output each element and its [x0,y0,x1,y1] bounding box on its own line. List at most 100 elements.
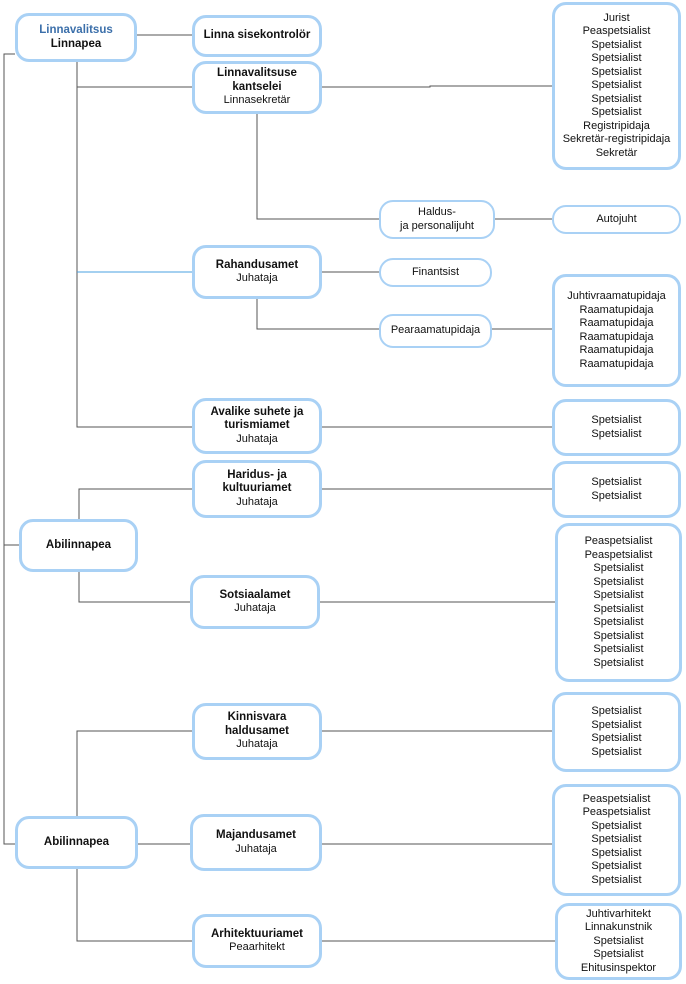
staff-item: Spetsialist [591,427,642,440]
architecture-department-title: Arhitektuuriamet [210,927,304,940]
chancellery-head: Linnasekretär [223,94,291,107]
connector [78,488,192,519]
staff-item: Peaspetsialist [582,806,651,819]
public-relations-tourism-box: Avalike suhete ja turismiamet Juhataja [192,398,322,454]
chancellery-box: Linnavalitsuse kantselei Linnasekretär [192,61,322,114]
social-department-head: Juhataja [234,602,276,614]
connector [78,572,190,603]
accounting-staff-box: Juhtivraamatupidaja Raamatupidaja Raamat… [552,274,681,387]
connector [256,114,379,220]
education-culture-title-2: kultuuriamet [222,482,292,495]
staff-item: Peaspetsialist [582,25,651,38]
deputy-mayor-2-box: Abilinnapea [15,816,138,869]
property-management-box: Kinnisvara haldusamet Juhataja [192,703,322,760]
staff-item: Ehitusinspektor [580,961,657,974]
staff-item: Spetsialist [591,732,642,744]
social-department-box: Sotsiaalamet Juhataja [190,575,320,629]
staff-item: Spetsialist [593,616,644,628]
staff-item: Spetsialist [593,575,644,588]
staff-item: Raamatupidaja [579,357,654,370]
staff-item: Raamatupidaja [579,317,654,329]
city-government-title: Linnavalitsus [39,24,113,36]
staff-item: Spetsialist [591,52,642,65]
chief-accountant-box: Pearaamatupidaja [379,314,492,348]
driver-box: Autojuht [552,205,681,234]
staff-item: Juhtivraamatupidaja [567,290,666,302]
pr-tourism-title-2: turismiamet [224,419,290,432]
connector [322,85,552,88]
staff-item: Spetsialist [593,589,644,601]
staff-item: Raamatupidaja [579,330,654,343]
mayor-label: Linnapea [50,37,102,50]
economic-department-box: Majandusamet Juhataja [190,814,322,871]
architecture-staff-box: Juhtivarhitekt Linnakunstnik Spetsialist… [555,903,682,980]
finance-department-head: Juhataja [236,272,278,284]
staff-item: Spetsialist [591,476,642,488]
staff-item: Juhtivarhitekt [586,907,651,920]
internal-auditor-label: Linna sisekontrolör [203,29,311,42]
staff-item: Spetsialist [591,745,642,758]
property-management-title-1: Kinnisvara [227,711,287,724]
staff-item: Spetsialist [593,562,644,574]
education-culture-staff-box: Spetsialist Spetsialist [552,461,681,518]
property-staff-box: Spetsialist Spetsialist Spetsialist Spet… [552,692,681,772]
deputy-mayor-2-label: Abilinnapea [43,835,110,848]
staff-item: Spetsialist [591,860,642,873]
social-department-title: Sotsiaalamet [219,588,291,601]
deputy-mayor-1-box: Abilinnapea [19,519,138,572]
architecture-department-box: Arhitektuuriamet Peaarhitekt [192,914,322,968]
pr-tourism-head: Juhataja [236,432,278,445]
education-culture-box: Haridus- ja kultuuriamet Juhataja [192,460,322,518]
economic-department-head: Juhataja [235,842,277,855]
staff-item: Raamatupidaja [579,344,654,356]
chancellery-title-1: Linnavalitsuse [217,67,297,80]
staff-item: Spetsialist [591,718,642,731]
staff-item: Linnakunstnik [584,921,653,934]
connector [76,62,192,428]
social-staff-box: Peaspetsialist Peaspetsialist Spetsialis… [555,523,682,682]
staff-item: Spetsialist [591,414,642,426]
staff-item: Spetsialist [591,79,642,92]
staff-item: Peaspetsialist [584,548,653,561]
financier-label: Finantsist [411,265,460,278]
staff-item: Raamatupidaja [579,303,654,316]
finance-department-title: Rahandusamet [215,258,299,271]
staff-item: Peaspetsialist [584,535,653,547]
economic-staff-box: Peaspetsialist Peaspetsialist Spetsialis… [552,784,681,896]
staff-item: Sekretär-registripidaja [562,133,671,146]
connector [76,869,192,942]
finance-department-box: Rahandusamet Juhataja [192,245,322,299]
staff-item: Spetsialist [591,833,642,846]
staff-item: Spetsialist [593,643,644,655]
staff-item: Spetsialist [591,65,642,78]
education-culture-head: Juhataja [236,495,278,508]
staff-item: Jurist [603,11,630,24]
staff-item: Spetsialist [591,873,642,886]
admin-hr-manager-box: Haldus- ja personalijuht [379,200,495,239]
pr-tourism-staff-box: Spetsialist Spetsialist [552,399,681,456]
staff-item: Registripidaja [583,119,650,132]
staff-item: Spetsialist [593,948,644,961]
connector [3,53,15,845]
chief-accountant-label: Pearaamatupidaja [390,324,481,337]
staff-item: Spetsialist [591,92,642,105]
staff-item: Spetsialist [593,656,644,669]
financier-box: Finantsist [379,258,492,287]
admin-hr-line-2: ja personalijuht [400,219,474,232]
staff-item: Spetsialist [593,629,644,642]
staff-item: Sekretär [595,146,638,159]
staff-item: Spetsialist [593,602,644,615]
chancellery-staff-box: Jurist Peaspetsialist Spetsialist Spetsi… [552,2,681,170]
staff-item: Peaspetsialist [582,792,651,805]
staff-item: Spetsialist [593,934,644,947]
chancellery-title-2: kantselei [232,80,282,93]
staff-item: Spetsialist [591,846,642,859]
mayor-box: Linnavalitsus Linnapea [15,13,137,62]
staff-item: Spetsialist [591,489,642,502]
connector [76,730,192,816]
deputy-mayor-1-label: Abilinnapea [45,538,112,551]
pr-tourism-title-1: Avalike suhete ja [210,405,304,418]
property-management-head: Juhataja [236,738,278,751]
internal-auditor-box: Linna sisekontrolör [192,15,322,57]
architecture-department-head: Peaarhitekt [229,941,285,953]
